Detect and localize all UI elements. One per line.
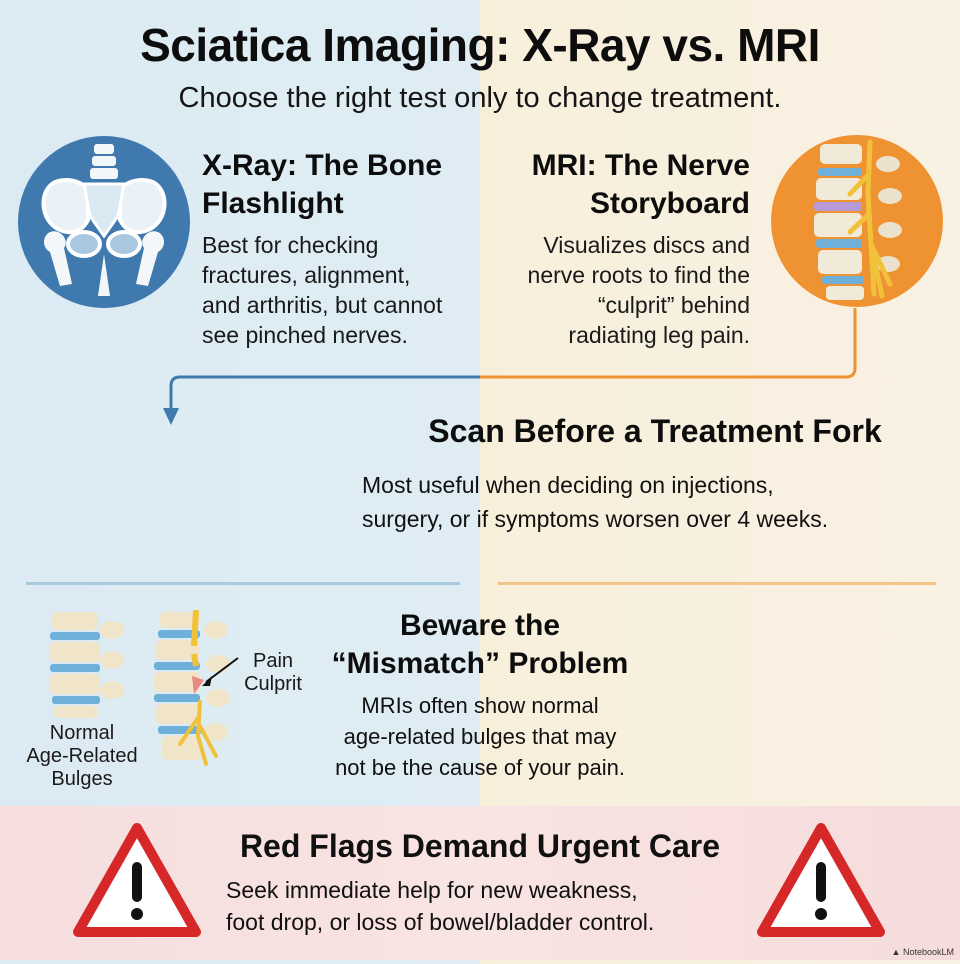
mri-description: Visualizes discs and nerve roots to find… bbox=[527, 232, 750, 348]
section-divider-right bbox=[498, 582, 936, 585]
pain-culprit-label: Pain Culprit bbox=[244, 650, 302, 695]
mismatch-description: MRIs often show normal age-related bulge… bbox=[335, 693, 625, 780]
warning-triangle-icon bbox=[73, 823, 201, 937]
red-flags-description: Seek immediate help for new weakness, fo… bbox=[226, 877, 655, 935]
page-title: Sciatica Imaging: X-Ray vs. MRI bbox=[140, 19, 820, 71]
red-flags-heading: Red Flags Demand Urgent Care bbox=[239, 828, 721, 864]
normal-spine-icon bbox=[50, 612, 124, 718]
section-divider-left bbox=[26, 582, 460, 585]
mri-heading: MRI: The Nerve Storyboard bbox=[531, 149, 750, 220]
normal-bulges-label: Normal Age-Related Bulges bbox=[26, 722, 138, 790]
pelvis-xray-icon bbox=[18, 136, 190, 308]
spine-nerve-mri-icon bbox=[771, 135, 943, 307]
warning-triangle-icon bbox=[757, 823, 885, 937]
xray-heading: X-Ray: The Bone Flashlight bbox=[202, 149, 443, 220]
mismatch-heading: Beware the “Mismatch” Problem bbox=[331, 609, 629, 680]
xray-description: Best for checking fractures, alignment, … bbox=[202, 232, 443, 348]
page-subtitle: Choose the right test only to change tre… bbox=[178, 82, 782, 114]
scan-description: Most useful when deciding on injections,… bbox=[362, 472, 829, 532]
culprit-spine-icon bbox=[154, 609, 239, 766]
flow-connector-arrow bbox=[163, 308, 857, 425]
notebooklm-brand: ▲ NotebookLM bbox=[891, 947, 954, 957]
notebooklm-logo-icon: ▲ bbox=[891, 947, 901, 957]
scan-heading: Scan Before a Treatment Fork bbox=[428, 413, 882, 449]
